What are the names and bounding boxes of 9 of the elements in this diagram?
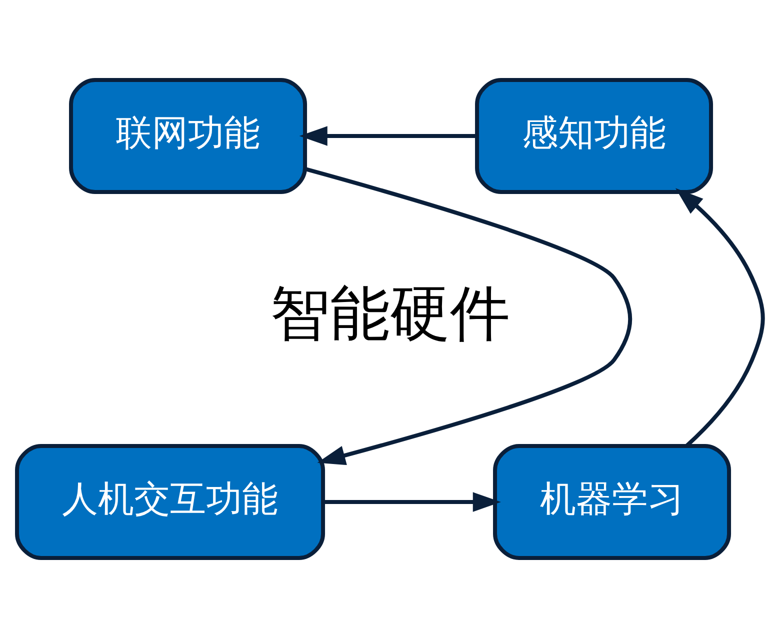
node-box: 感知功能 — [474, 78, 713, 194]
arrow — [674, 188, 764, 447]
node-box: 联网功能 — [68, 78, 307, 194]
arrow — [298, 126, 476, 146]
node-box: 人机交互功能 — [14, 444, 325, 560]
arrow — [304, 167, 632, 466]
node-text: 智能硬件 — [270, 281, 510, 347]
node-box: 机器学习 — [492, 444, 731, 560]
arrow — [323, 492, 500, 512]
